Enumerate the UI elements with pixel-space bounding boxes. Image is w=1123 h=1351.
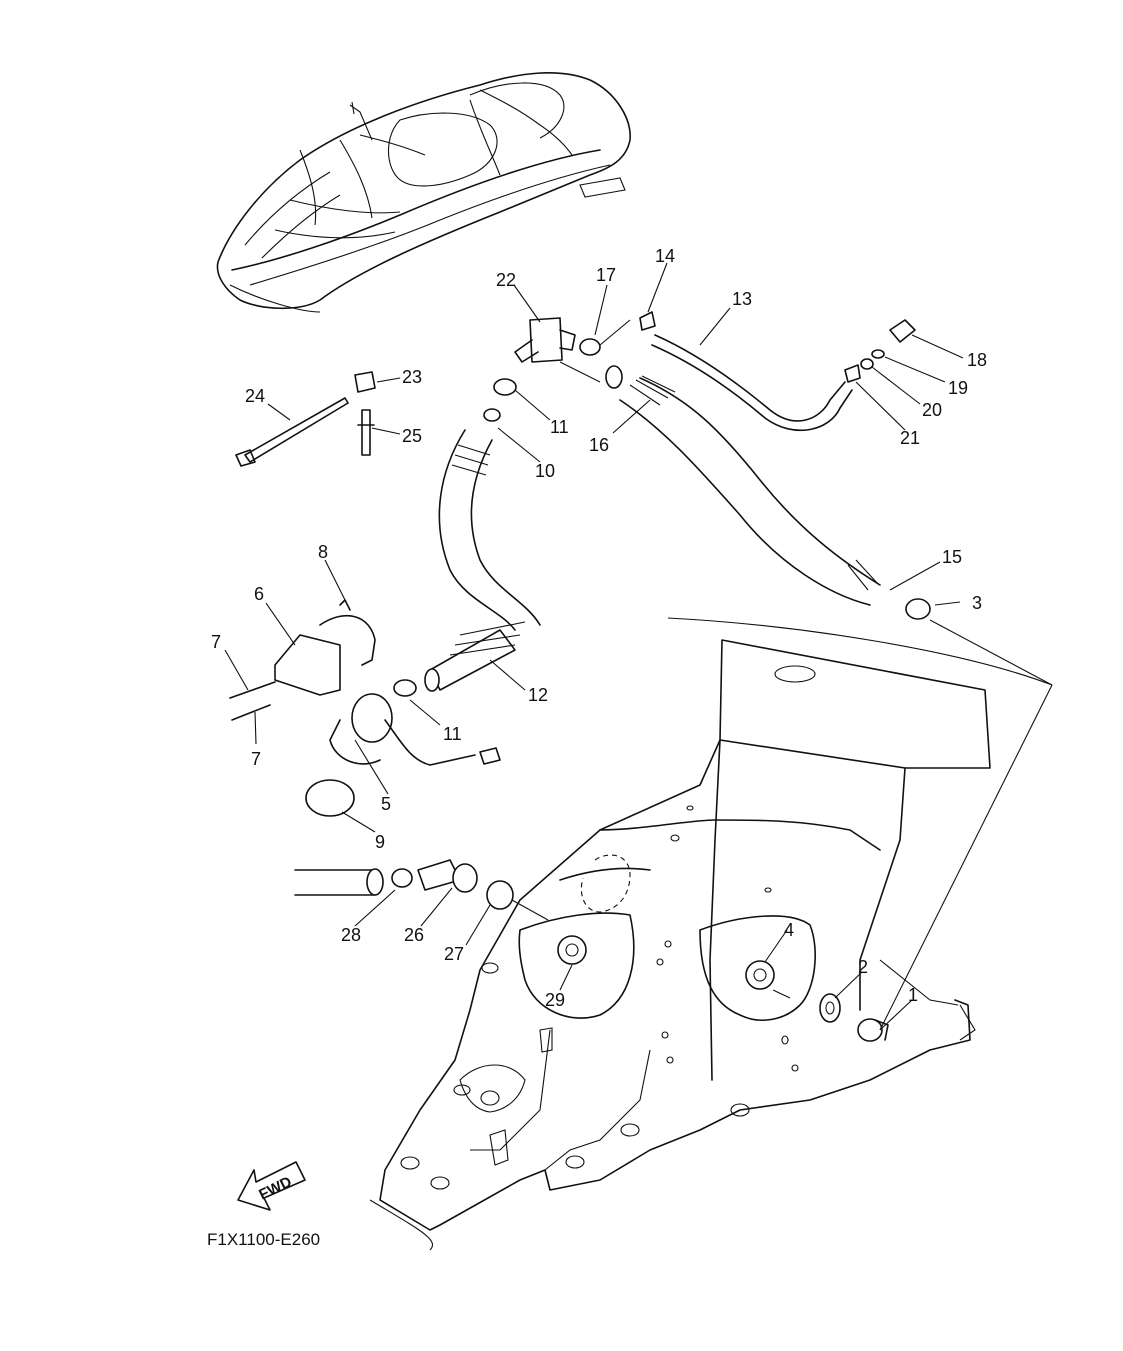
forward-direction-arrow: FWD xyxy=(237,1161,306,1211)
diagram-code: F1X1100-E260 xyxy=(207,1230,320,1249)
nozzle-26-washer-27-clamp-28 xyxy=(294,859,514,910)
callout-labels: 1 2 3 4 5 6 7 7 8 9 10 11 11 12 13 14 15… xyxy=(211,246,987,1010)
tee-fitting-22 xyxy=(514,317,576,363)
callout-17: 17 xyxy=(596,265,616,285)
assembly-lines xyxy=(511,319,1053,1031)
hose-clamp-11 xyxy=(393,378,517,697)
callout-14: 14 xyxy=(655,246,675,266)
bilge-pump-5 xyxy=(329,693,501,766)
callout-10: 10 xyxy=(535,461,555,481)
bracket-6-and-clamp-8 xyxy=(274,599,376,696)
callout-25: 25 xyxy=(402,426,422,446)
hull-engine-bed-illustration xyxy=(369,617,1053,1251)
callout-21: 21 xyxy=(900,428,920,448)
callout-7a: 7 xyxy=(211,632,221,652)
fwd-label: FWD xyxy=(256,1173,294,1203)
nut-29-and-nut-4 xyxy=(557,935,775,990)
callout-2: 2 xyxy=(858,957,868,977)
callout-18: 18 xyxy=(967,350,987,370)
callout-6: 6 xyxy=(254,584,264,604)
cable-tie-24 xyxy=(235,397,349,467)
callout-5: 5 xyxy=(381,794,391,814)
callout-3: 3 xyxy=(972,593,982,613)
callout-22: 22 xyxy=(496,270,516,290)
callout-27: 27 xyxy=(444,944,464,964)
callout-24: 24 xyxy=(245,386,265,406)
hose-13 xyxy=(651,334,853,432)
callout-29: 29 xyxy=(545,990,565,1010)
clip-23-and-rivet-25 xyxy=(354,371,376,456)
callout-19: 19 xyxy=(948,378,968,398)
callout-11a: 11 xyxy=(550,417,569,437)
callout-20: 20 xyxy=(922,400,942,420)
rivets-7 xyxy=(229,681,276,721)
hose-clamp-3 xyxy=(905,598,931,620)
callout-11b: 11 xyxy=(443,724,462,744)
breather-valve-18-21 xyxy=(844,319,916,383)
hose-15 xyxy=(605,365,881,606)
callout-4: 4 xyxy=(784,920,794,940)
hose-12 xyxy=(424,629,516,692)
callout-8: 8 xyxy=(318,542,328,562)
callout-13: 13 xyxy=(732,289,752,309)
cap-9 xyxy=(305,779,355,817)
callout-16: 16 xyxy=(589,435,609,455)
callout-28: 28 xyxy=(341,925,361,945)
callout-1: 1 xyxy=(908,985,918,1005)
hose-clamp-17 xyxy=(579,338,601,356)
callout-7b: 7 xyxy=(251,749,261,769)
leader-lines xyxy=(224,262,964,1031)
washer-2-and-fitting-1 xyxy=(819,993,889,1042)
callout-15: 15 xyxy=(942,547,962,567)
hose-10 xyxy=(438,408,541,656)
hose-clamp-14 xyxy=(639,311,656,331)
callout-12: 12 xyxy=(528,685,548,705)
callout-23: 23 xyxy=(402,367,422,387)
callout-9: 9 xyxy=(375,832,385,852)
watercraft-overview-illustration xyxy=(216,72,631,313)
callout-26: 26 xyxy=(404,925,424,945)
